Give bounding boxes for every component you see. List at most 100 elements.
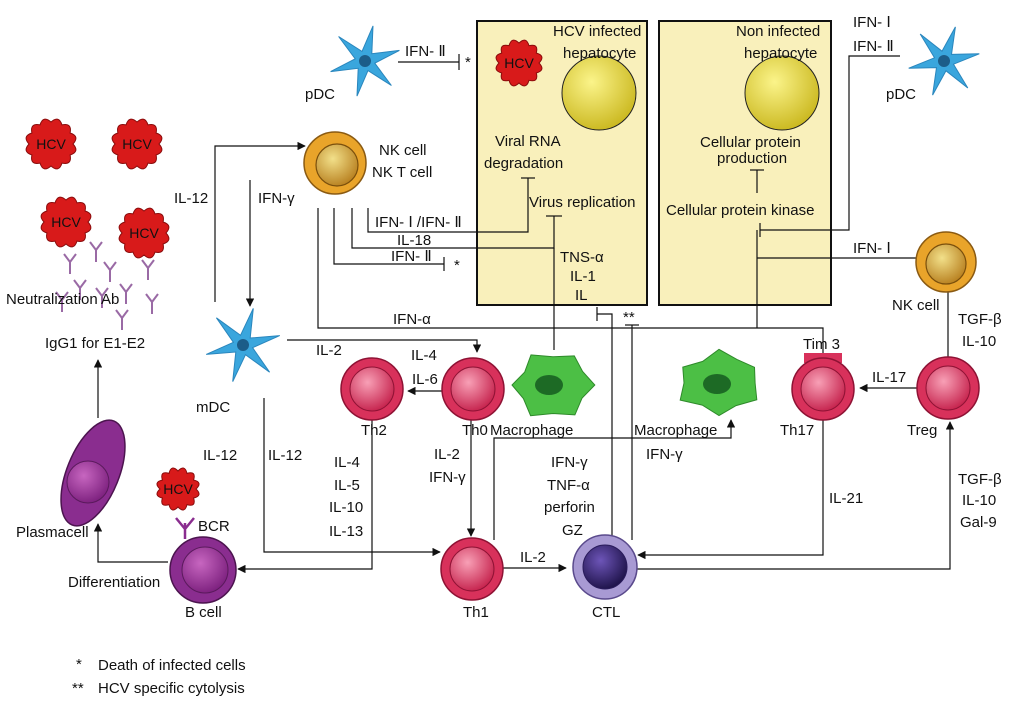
th1-label: Th1 <box>463 604 489 621</box>
pdc-left-cell <box>330 25 400 97</box>
tgfb-label-1: TGF-β <box>958 311 1002 328</box>
il12-label-c: IL-12 <box>268 447 302 464</box>
ifn2-low-label: IFN- Ⅱ <box>391 248 432 265</box>
mac-ifng-label: IFN-γ <box>646 446 683 463</box>
nk-nkt-label-1: NK cell <box>379 142 427 159</box>
ctl-tnfa-label: TNF-α <box>547 477 590 494</box>
pdc-right-cell <box>908 26 980 96</box>
nk-nkt-cell <box>303 131 367 195</box>
th0-label: Th0 <box>462 422 488 439</box>
ctl-ifng-label: IFN-γ <box>551 454 588 471</box>
th2-cell <box>340 357 404 421</box>
il6-label: IL-6 <box>412 371 438 388</box>
il17-label: IL-17 <box>872 369 906 386</box>
hcv-virus-label: HCV <box>122 136 152 152</box>
cellular-protein-label: Cellular protein <box>700 134 801 151</box>
ifn1-nk-label: IFN- Ⅰ <box>853 240 891 257</box>
il10-label-2: IL-10 <box>962 492 996 509</box>
macrophage-left-label: Macrophage <box>490 422 573 439</box>
il18-label: IL-18 <box>397 232 431 249</box>
ifn2-pdc2-label: IFN- Ⅱ <box>853 38 894 55</box>
mdc-nucleus <box>237 339 249 351</box>
star-pdc-label: * <box>465 54 471 71</box>
ifn2-pdc-label: IFN- Ⅱ <box>405 43 446 60</box>
ctl-cell <box>572 534 638 600</box>
hcv-virus-label: HCV <box>129 225 159 241</box>
antibody-icon <box>89 241 103 262</box>
mdc-label: mDC <box>196 399 230 416</box>
th0-ifng-label: IFN-γ <box>429 469 466 486</box>
th1-cell <box>440 537 504 601</box>
viral-rna-label: Viral RNA <box>495 133 561 150</box>
antibody-icon <box>55 291 69 312</box>
nk-nkt-label-2: NK T cell <box>372 164 432 181</box>
macrophage-left-nucleus <box>535 375 563 395</box>
pdc-left-nucleus <box>359 55 371 67</box>
treg-cell <box>916 356 980 420</box>
ctl-perforin-label: perforin <box>544 499 595 516</box>
il2-th1-label: IL-2 <box>520 549 546 566</box>
antibody-icon <box>73 279 87 300</box>
antibody-icon <box>63 253 77 274</box>
ifna-label: IFN-α <box>393 311 431 328</box>
connector-lines <box>93 54 955 574</box>
neutralization-ab-label: Neutralization Ab <box>6 291 119 308</box>
il2-mdc-label: IL-2 <box>316 342 342 359</box>
pdc-right-nucleus <box>938 55 950 67</box>
antibody-icon <box>103 261 117 282</box>
infected-box-title-1: HCV infected <box>553 23 641 40</box>
th2-il10-label: IL-10 <box>329 499 363 516</box>
infected-hepatocyte-nucleus <box>561 55 637 131</box>
th2-il5-label: IL-5 <box>334 477 360 494</box>
double-star-label: ** <box>623 309 635 326</box>
th2-il4-label: IL-4 <box>334 454 360 471</box>
mdc-cell <box>205 308 281 382</box>
hcv-virus: HCV <box>495 39 543 87</box>
ifn1-pdc-label: IFN- Ⅰ <box>853 14 891 31</box>
il21-label: IL-21 <box>829 490 863 507</box>
noninfected-box-title-2: hepatocyte <box>744 45 817 62</box>
ifng-top-label: IFN-γ <box>258 190 295 207</box>
plasmacell-label: Plasmacell <box>16 524 89 541</box>
tnsa-label: TNS-α <box>560 249 604 266</box>
legend-text-1: Death of infected cells <box>98 657 246 674</box>
nk-cell-right <box>915 231 977 293</box>
virus-replication-label: Virus replication <box>529 194 635 211</box>
legend: * Death of infected cells ** HCV specifi… <box>72 656 246 697</box>
th2-label: Th2 <box>361 422 387 439</box>
il12-label-a: IL-12 <box>174 190 208 207</box>
pdc-right-label: pDC <box>886 86 916 103</box>
hcv-virus: HCV <box>118 207 170 259</box>
hcv-virus-label: HCV <box>504 55 534 71</box>
th0-il2-label: IL-2 <box>434 446 460 463</box>
hcv-virus-label: HCV <box>163 481 193 497</box>
pdc-left-label: pDC <box>305 86 335 103</box>
macrophage-left <box>511 354 596 417</box>
bcr-receptor <box>175 517 195 539</box>
antibody-icon <box>95 287 109 308</box>
bcr-label: BCR <box>198 518 230 535</box>
igg1-label: IgG1 for E1-E2 <box>45 335 145 352</box>
production-label: production <box>717 150 787 167</box>
hcv-virus: HCV <box>111 118 163 170</box>
tgfb-label-2: TGF-β <box>958 471 1002 488</box>
legend-mark-1: * <box>76 656 82 673</box>
hcv-virus-label: HCV <box>51 214 81 230</box>
th2-il13-label: IL-13 <box>329 523 363 540</box>
star-nk-label: * <box>454 257 460 274</box>
gal9-label: Gal-9 <box>960 514 997 531</box>
cellular-protein-kinase-label: Cellular protein kinase <box>666 202 814 219</box>
macrophage-right-label: Macrophage <box>634 422 717 439</box>
infected-box-title-2: hepatocyte <box>563 45 636 62</box>
legend-text-2: HCV specific cytolysis <box>98 680 245 697</box>
th0-cell <box>441 357 505 421</box>
antibody-icon <box>145 293 159 314</box>
b-cell <box>169 517 237 604</box>
ctl-label: CTL <box>592 604 620 621</box>
degradation-label: degradation <box>484 155 563 172</box>
hcv-virus: HCV <box>40 196 92 248</box>
noninfected-box-title-1: Non infected <box>736 23 820 40</box>
